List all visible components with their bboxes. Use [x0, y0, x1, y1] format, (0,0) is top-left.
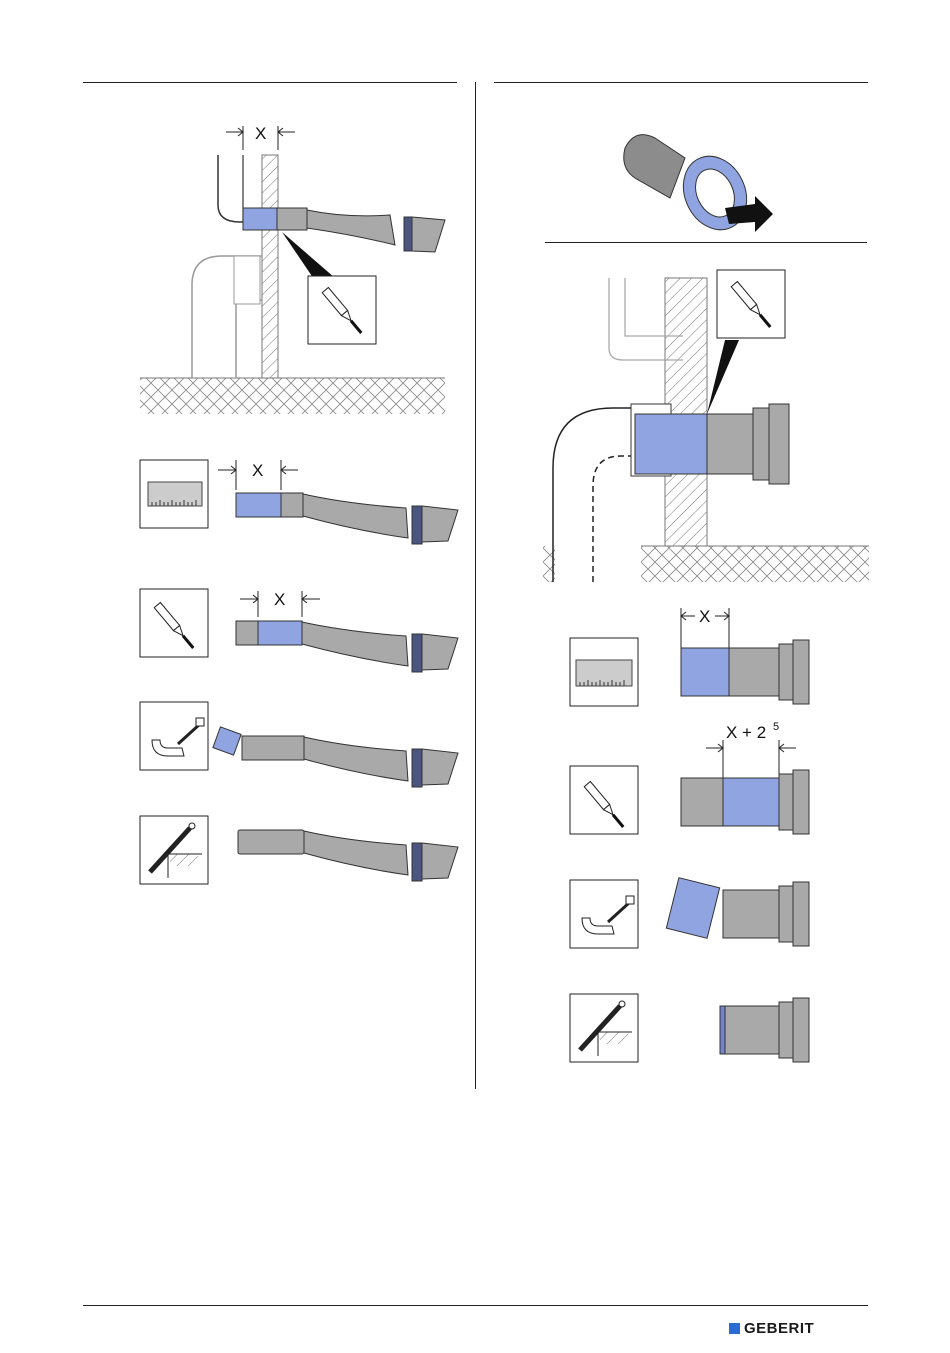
left-wall-installation-figure: X — [130, 110, 460, 420]
left-step-cut — [138, 700, 463, 800]
dimension-label-x: X — [274, 590, 285, 609]
dimension-label-superscript: 5 — [773, 721, 779, 733]
dimension-label-x: X — [252, 461, 263, 480]
dimension-label-x-plus: X + 2 — [726, 723, 766, 742]
brand-logo: GEBERIT — [729, 1320, 814, 1337]
right-wall-installation-figure — [543, 268, 871, 586]
ruler-icon — [148, 482, 202, 506]
brand-square-icon — [729, 1323, 740, 1334]
dimension-label-x: X — [255, 124, 266, 143]
right-step-deburr — [568, 992, 818, 1068]
right-figure-divider — [545, 242, 867, 243]
left-step-mark: X — [138, 585, 463, 685]
top-rule-right — [494, 82, 868, 83]
top-rule-left — [83, 82, 457, 83]
sealing-ring-figure — [615, 118, 785, 238]
brand-name: GEBERIT — [744, 1320, 814, 1337]
right-step-measure: X — [568, 604, 818, 710]
left-step-deburr — [138, 814, 463, 914]
left-step-measure: X — [138, 456, 463, 556]
right-step-mark: X + 2 5 — [568, 720, 818, 838]
column-divider — [475, 82, 476, 1089]
ruler-icon — [576, 660, 632, 686]
sealing-ring-icon — [624, 135, 773, 238]
right-step-cut — [568, 870, 818, 954]
dimension-label-x: X — [699, 607, 710, 626]
footer-rule — [83, 1305, 868, 1306]
